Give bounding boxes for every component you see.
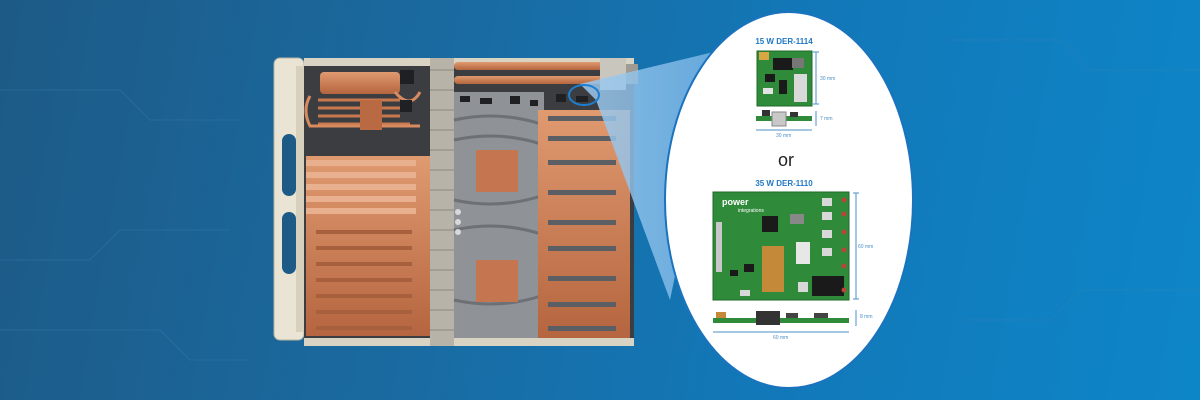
der-1110-height-label: 60 mm: [858, 244, 873, 250]
power-integrations-logo-sub: integrations: [738, 208, 764, 214]
der-1110-pcb-side: [713, 318, 849, 323]
callout-origin-ring: [568, 84, 600, 106]
der-1110-width-label: 60 mm: [773, 335, 788, 341]
der-1114-width-label: 30 mm: [776, 133, 791, 139]
heatsink-left: [306, 156, 430, 336]
der-1114-section: 30 mm 30 mm 7 mm: [756, 50, 835, 139]
heatpipe-loops: [304, 70, 422, 130]
der-1114-depth-label: 7 mm: [820, 116, 833, 122]
der-1114-height-label: 30 mm: [820, 76, 835, 82]
der-1110-section: power integrations 60 mm: [712, 191, 873, 341]
der-1110-depth-label: 8 mm: [860, 314, 873, 320]
der-1114-title: 15 W DER-1114: [755, 37, 813, 46]
power-integrations-logo: power: [722, 197, 749, 207]
background-traces: [0, 39, 1200, 361]
or-separator: or: [778, 150, 794, 170]
der-1110-title: 35 W DER-1110: [755, 179, 813, 188]
module-board: [273, 57, 638, 346]
